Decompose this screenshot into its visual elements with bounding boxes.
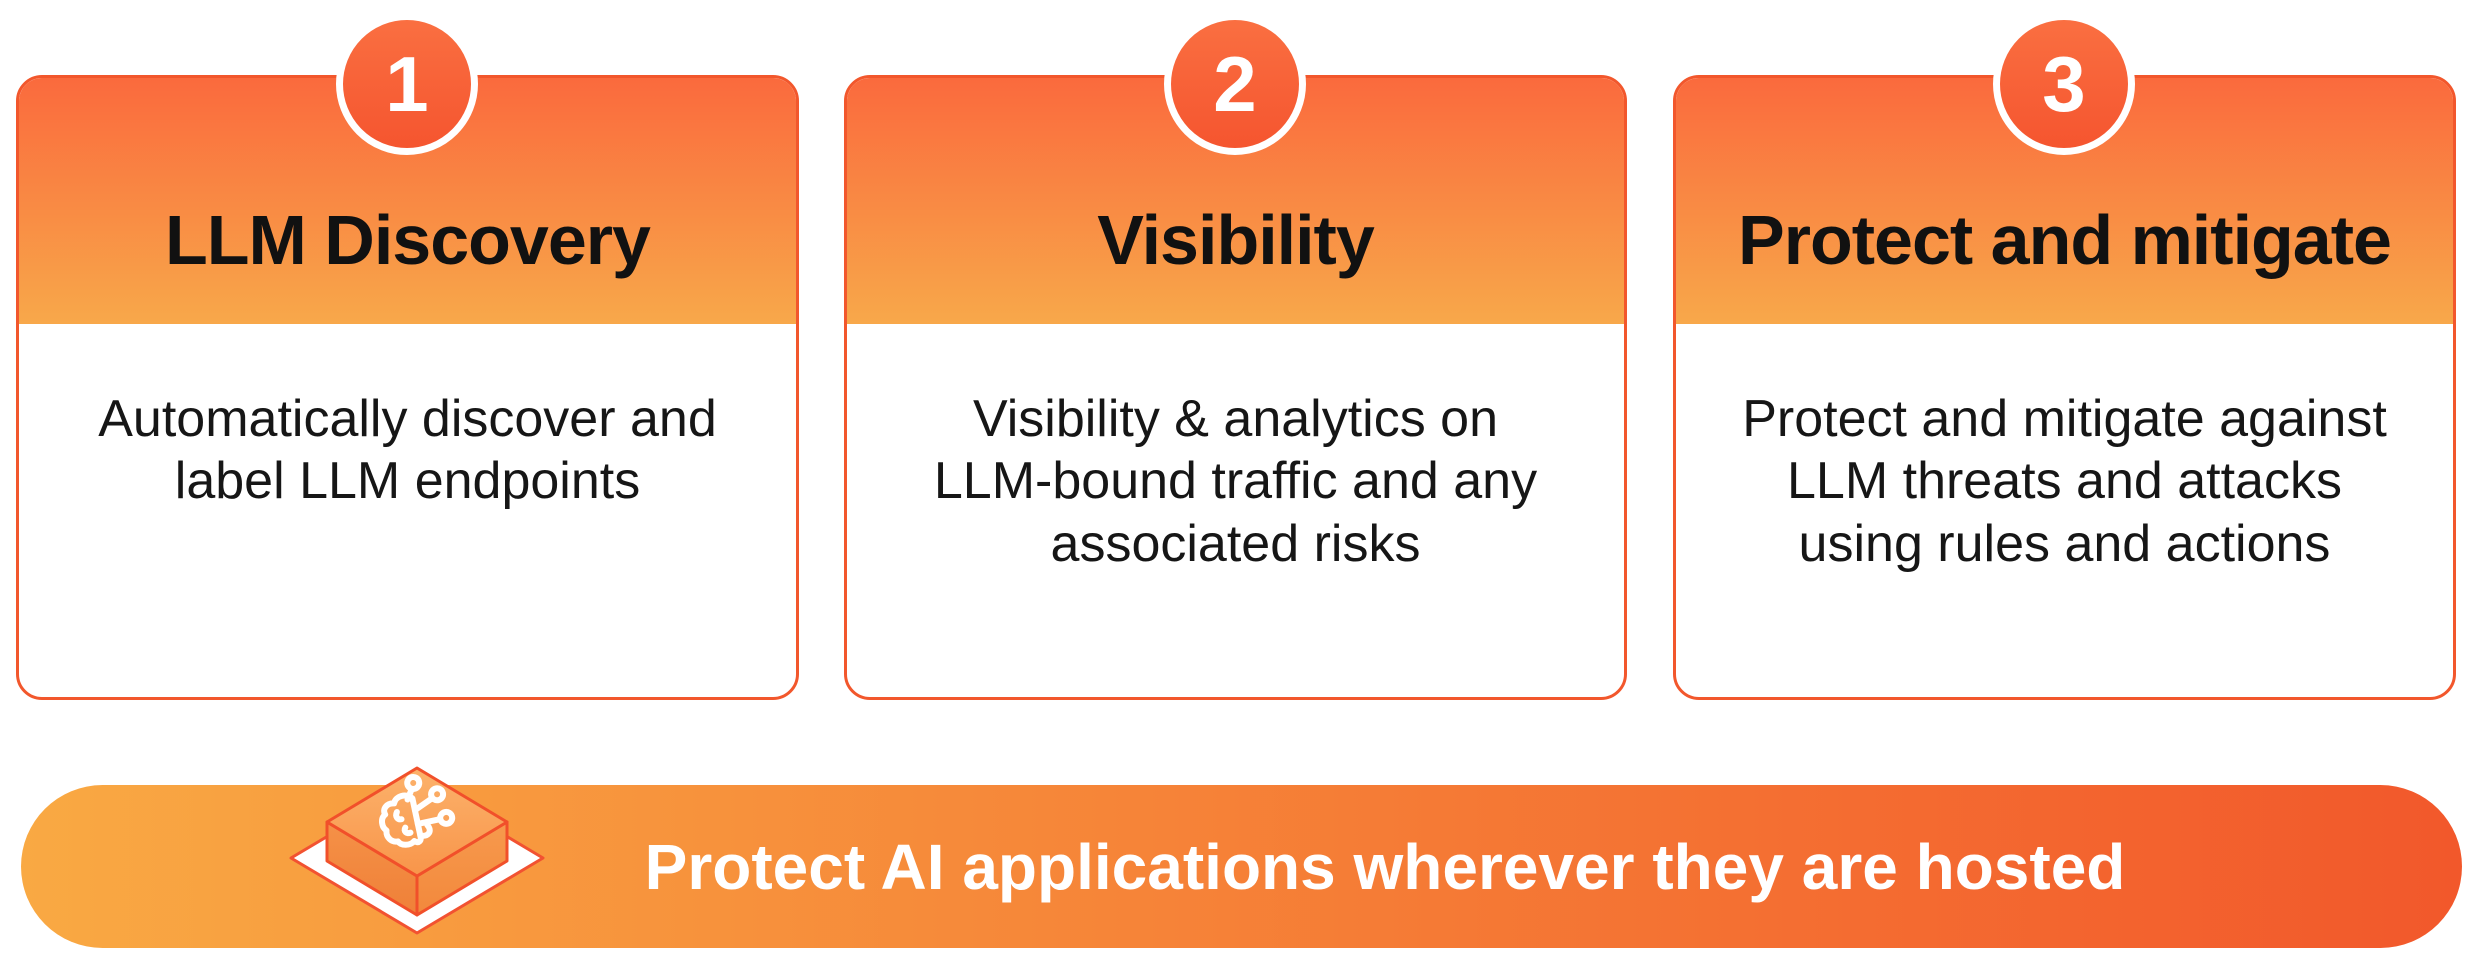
card-title: Visibility xyxy=(1097,201,1375,279)
step-number: 1 xyxy=(385,39,429,128)
card-header: Visibility xyxy=(847,78,1624,324)
card-description: Visibility & analytics on LLM-bound traf… xyxy=(933,390,1538,573)
step-number: 3 xyxy=(2042,39,2086,128)
step-card-visibility: Visibility Visibility & analytics on LLM… xyxy=(844,75,1627,700)
step-card-protect-mitigate: Protect and mitigate Protect and mitigat… xyxy=(1673,75,2456,700)
step-number-badge-1: 1 xyxy=(336,13,478,155)
banner-label-wrap: Protect AI applications wherever they ar… xyxy=(560,785,2210,948)
card-title: LLM Discovery xyxy=(165,201,651,279)
step-number-badge-3: 3 xyxy=(1993,13,2135,155)
card-description: Protect and mitigate against LLM threats… xyxy=(1742,390,2387,573)
step-card-llm-discovery: LLM Discovery Automatically discover and… xyxy=(16,75,799,700)
card-description: Automatically discover and label LLM end… xyxy=(98,390,717,511)
ai-brain-chip-icon xyxy=(289,766,545,935)
banner-label: Protect AI applications wherever they ar… xyxy=(644,830,2126,903)
card-body: Protect and mitigate against LLM threats… xyxy=(1676,324,2453,575)
brain-circuit-icon xyxy=(379,773,456,848)
step-number: 2 xyxy=(1213,39,1257,128)
step-number-badge-2: 2 xyxy=(1164,13,1306,155)
card-body: Visibility & analytics on LLM-bound traf… xyxy=(847,324,1624,575)
card-body: Automatically discover and label LLM end… xyxy=(19,324,796,513)
card-title: Protect and mitigate xyxy=(1738,201,2392,279)
